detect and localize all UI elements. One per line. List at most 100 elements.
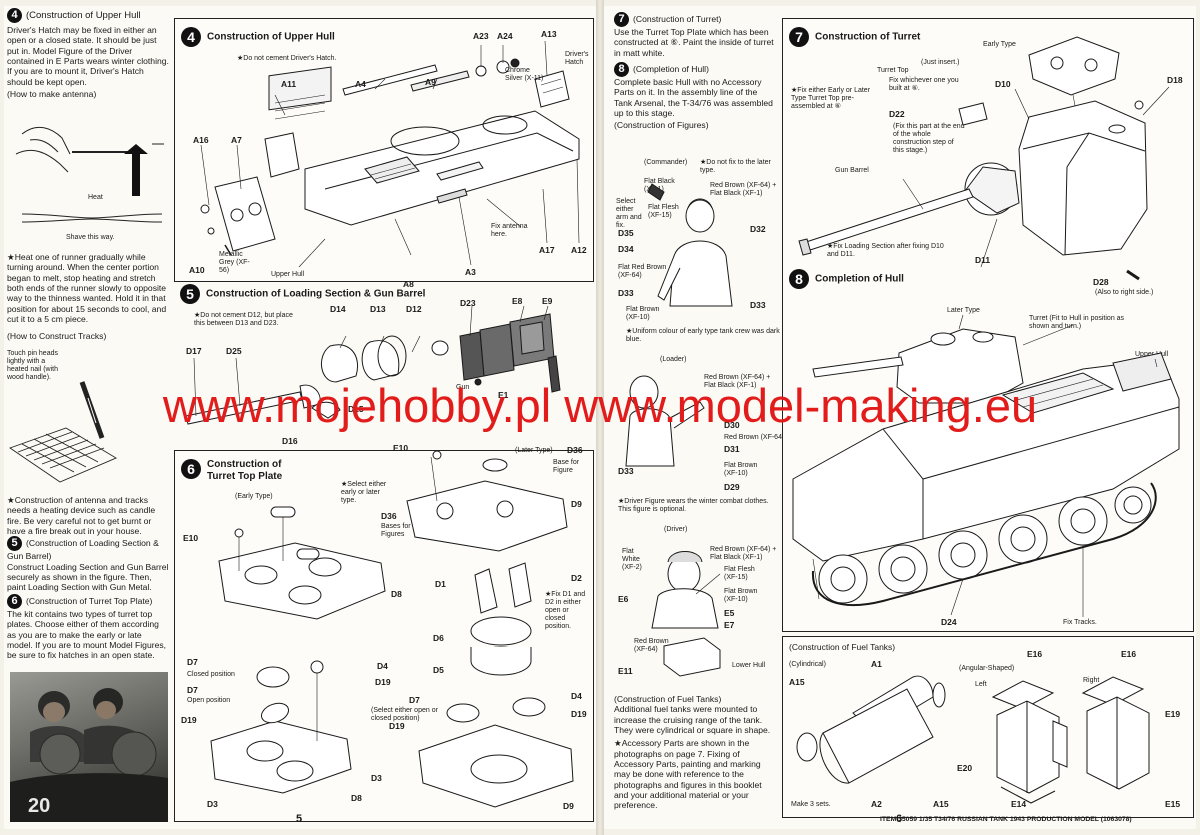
part-label-d17: D17: [186, 346, 202, 356]
red-brown-label-driver: Red Brown (XF-64): [634, 638, 669, 654]
part-label-d2: D2: [571, 573, 582, 583]
part-label-d23: D23: [460, 298, 476, 308]
page-gutter: [596, 0, 604, 835]
flat-brown-label-2: Flat Brown (XF-10): [724, 462, 758, 478]
driver-note: ★Driver Figure wears the winter combat c…: [618, 498, 769, 514]
step-5-note: ★Do not cement D12, but place this betwe…: [194, 312, 293, 328]
part-label-a12: A12: [571, 245, 587, 255]
hull-drawing: [792, 314, 1180, 617]
part-label-d31: D31: [724, 444, 740, 454]
part-label-e20: E20: [957, 763, 973, 773]
uniform-note: ★Uniform colour of early type tank crew …: [626, 328, 780, 344]
part-label-d14: D14: [330, 304, 346, 314]
red-brown-label-loader: Red Brown (XF-64): [724, 434, 785, 441]
part-label-e6: E6: [618, 594, 629, 604]
cylindrical-label: (Cylindrical): [789, 661, 826, 668]
just-insert-label: (Just insert.): [921, 59, 960, 66]
part-label-d7-closed: D7: [187, 657, 198, 667]
section-4-text: Driver's Hatch may be fixed in either an…: [7, 25, 169, 87]
left-label: Left: [975, 681, 987, 688]
part-label-d4-left: D4: [377, 661, 388, 671]
section-6-text: The kit contains two types of turret top…: [7, 609, 167, 661]
fuel-text: Additional fuel tanks were mounted to in…: [614, 704, 771, 735]
part-label-d7-open: D7: [187, 685, 198, 695]
right-label: Right: [1083, 677, 1100, 684]
section-6-text-block: 6(Construction of Turret Top Plate) The …: [7, 594, 169, 661]
tracks-heading: (How to Construct Tracks): [7, 331, 107, 341]
part-label-e11: E11: [618, 666, 633, 676]
section-8-text: Complete basic Hull with no Accessory Pa…: [614, 76, 773, 118]
part-label-d12: D12: [406, 304, 422, 314]
chrome-silver-label: Chrome Silver (X-11): [505, 67, 544, 83]
part-label-a7: A7: [231, 135, 242, 145]
watermark-text: www.mojehobby.pl www.model-making.eu: [162, 379, 1038, 432]
drivers-hatch-label: Driver's Hatch: [565, 51, 589, 67]
figures-heading: (Construction of Figures): [614, 120, 709, 131]
fix-d1-d2-note: ★Fix D1 and D2 in either open or closed …: [545, 591, 586, 631]
part-label-d18: D18: [1167, 75, 1183, 85]
make-3-sets-label: Make 3 sets.: [791, 801, 831, 808]
fuel-tanks-title: (Construction of Fuel Tanks): [789, 642, 896, 652]
part-label-d29: D29: [724, 482, 740, 492]
part-label-e10-later: E10: [393, 443, 409, 453]
footer-item-text: ITEM 35059 1/35 T34/76 RUSSIAN TANK 1943…: [880, 816, 1132, 823]
heat-label: Heat: [88, 194, 103, 201]
fuel-tanks-box: (Construction of Fuel Tanks) (Cylindrica…: [782, 636, 1194, 818]
part-label-a8: A8: [403, 279, 414, 289]
part-label-a10: A10: [189, 265, 205, 275]
turret-number-decal: 20: [28, 795, 50, 817]
section-8-heading: 8(Completion of Hull): [614, 61, 774, 77]
d36-base-note: Base for Figure: [553, 459, 580, 475]
part-label-a15-left: A15: [789, 677, 805, 687]
section-5-text-block: 5(Construction of Loading Section & Gun …: [7, 536, 169, 593]
part-label-d3-right: D3: [371, 773, 382, 783]
part-label-a17: A17: [539, 245, 555, 255]
part-label-d30: D30: [724, 420, 740, 430]
red-brown-black-label-2: Red Brown (XF-64) + Flat Black (XF-1): [704, 374, 771, 390]
loading-section-drawing: [185, 305, 561, 425]
part-label-a9: A9: [425, 77, 436, 87]
part-label-d19-leftbottom: D19: [181, 715, 197, 725]
part-label-a13: A13: [541, 29, 557, 39]
part-label-e15: E15: [1165, 799, 1181, 809]
part-label-d10: D10: [995, 79, 1011, 89]
part-label-d4-right: D4: [571, 691, 582, 701]
fuel-tanks-drawing: [796, 675, 1150, 804]
section-5-text: Construct Loading Section and Gun Barrel…: [7, 561, 169, 593]
flat-flesh-label-1: Flat Flesh (XF-15): [648, 204, 679, 220]
early-type-label: (Early Type): [235, 493, 273, 500]
step-4-note: ★Do not cement Driver's Hatch.: [237, 55, 337, 62]
fix-antenna-label: Fix antenna here.: [491, 223, 528, 239]
part-label-a15-right: A15: [933, 799, 949, 809]
figures-photo-drawing: 20: [10, 688, 168, 822]
part-label-d7-loader: D33: [618, 466, 634, 476]
d36-bases-note: Bases for Figures: [381, 523, 411, 539]
part-label-d35: D35: [618, 228, 634, 238]
part-label-d28: D28: [1093, 277, 1109, 287]
part-label-d7-right: D7: [409, 695, 420, 705]
figures-photo: 20: [10, 672, 168, 822]
flat-brown-label-3: Flat Brown (XF-10): [724, 588, 758, 604]
fix-tracks-label: Fix Tracks.: [1063, 619, 1097, 626]
flat-white-label: Flat White (XF-2): [622, 548, 642, 572]
part-label-d1: D1: [435, 579, 446, 589]
angular-label: (Angular-Shaped): [959, 665, 1015, 672]
part-label-d15: D15: [348, 404, 364, 414]
closed-position-label: Closed position: [187, 671, 235, 678]
later-type-hull-label: Later Type: [947, 307, 980, 314]
section-5-heading: 5(Construction of Loading Section & Gun …: [7, 536, 159, 561]
left-page: 4(Construction of Upper Hull Driver's Ha…: [4, 6, 596, 829]
tracks-note: Touch pin heads lightly with a heated na…: [7, 350, 58, 382]
loader-label: (Loader): [660, 356, 687, 363]
part-label-e1: E1: [498, 390, 509, 400]
left-sidebar: 4(Construction of Upper Hull Driver's Ha…: [7, 8, 169, 99]
part-label-a1: A1: [871, 659, 882, 669]
shave-label: Shave this way.: [66, 234, 115, 241]
right-sidebar: 7(Construction of Turret) Use the Turret…: [614, 12, 774, 131]
part-label-d25: D25: [226, 346, 242, 356]
loading-note: ★Fix Loading Section after fixing D10 an…: [827, 243, 944, 259]
